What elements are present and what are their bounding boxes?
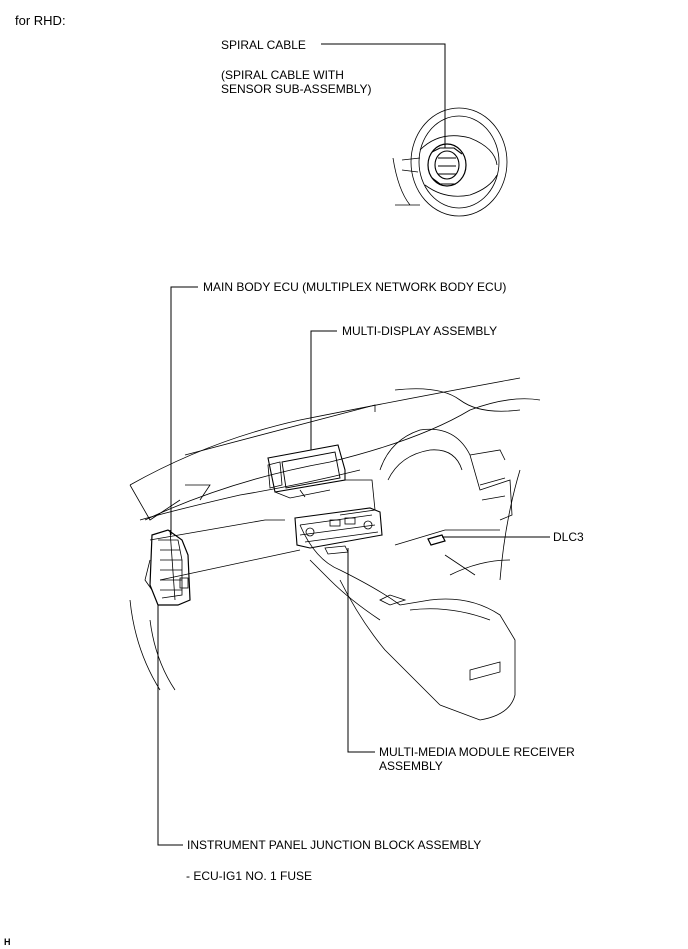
dashboard-illustration — [129, 377, 541, 721]
spiral-cable-note-line1: (SPIRAL CABLE WITH — [221, 68, 344, 82]
mm-receiver-label-line2: ASSEMBLY — [379, 759, 443, 773]
leader-multi-display — [310, 330, 337, 450]
junction-block-part — [144, 529, 191, 606]
figure-code: H — [4, 937, 11, 947]
multi-display-part — [267, 444, 346, 499]
leader-mm-receiver — [347, 548, 375, 753]
dlc3-part — [427, 534, 446, 546]
leader-junction-block — [157, 605, 183, 846]
fuse-label: - ECU-IG1 NO. 1 FUSE — [186, 869, 313, 883]
spiral-cable-part — [427, 143, 467, 187]
dlc3-label: DLC3 — [553, 530, 584, 544]
spiral-cable-label: SPIRAL CABLE — [221, 38, 306, 52]
spiral-cable-note-line2: SENSOR SUB-ASSEMBLY) — [221, 82, 372, 96]
junction-block-label: INSTRUMENT PANEL JUNCTION BLOCK ASSEMBLY — [187, 838, 482, 852]
steering-wheel-illustration — [392, 107, 508, 217]
variant-label: for RHD: — [15, 13, 66, 28]
multi-display-label: MULTI-DISPLAY ASSEMBLY — [342, 324, 498, 338]
leader-lines — [157, 43, 550, 846]
leader-main-body-ecu — [170, 286, 198, 535]
main-body-ecu-label: MAIN BODY ECU (MULTIPLEX NETWORK BODY EC… — [203, 280, 507, 294]
leader-spiral-cable — [321, 43, 446, 148]
mm-receiver-label-line1: MULTI-MEDIA MODULE RECEIVER — [379, 745, 575, 759]
multimedia-receiver-part — [294, 507, 383, 555]
